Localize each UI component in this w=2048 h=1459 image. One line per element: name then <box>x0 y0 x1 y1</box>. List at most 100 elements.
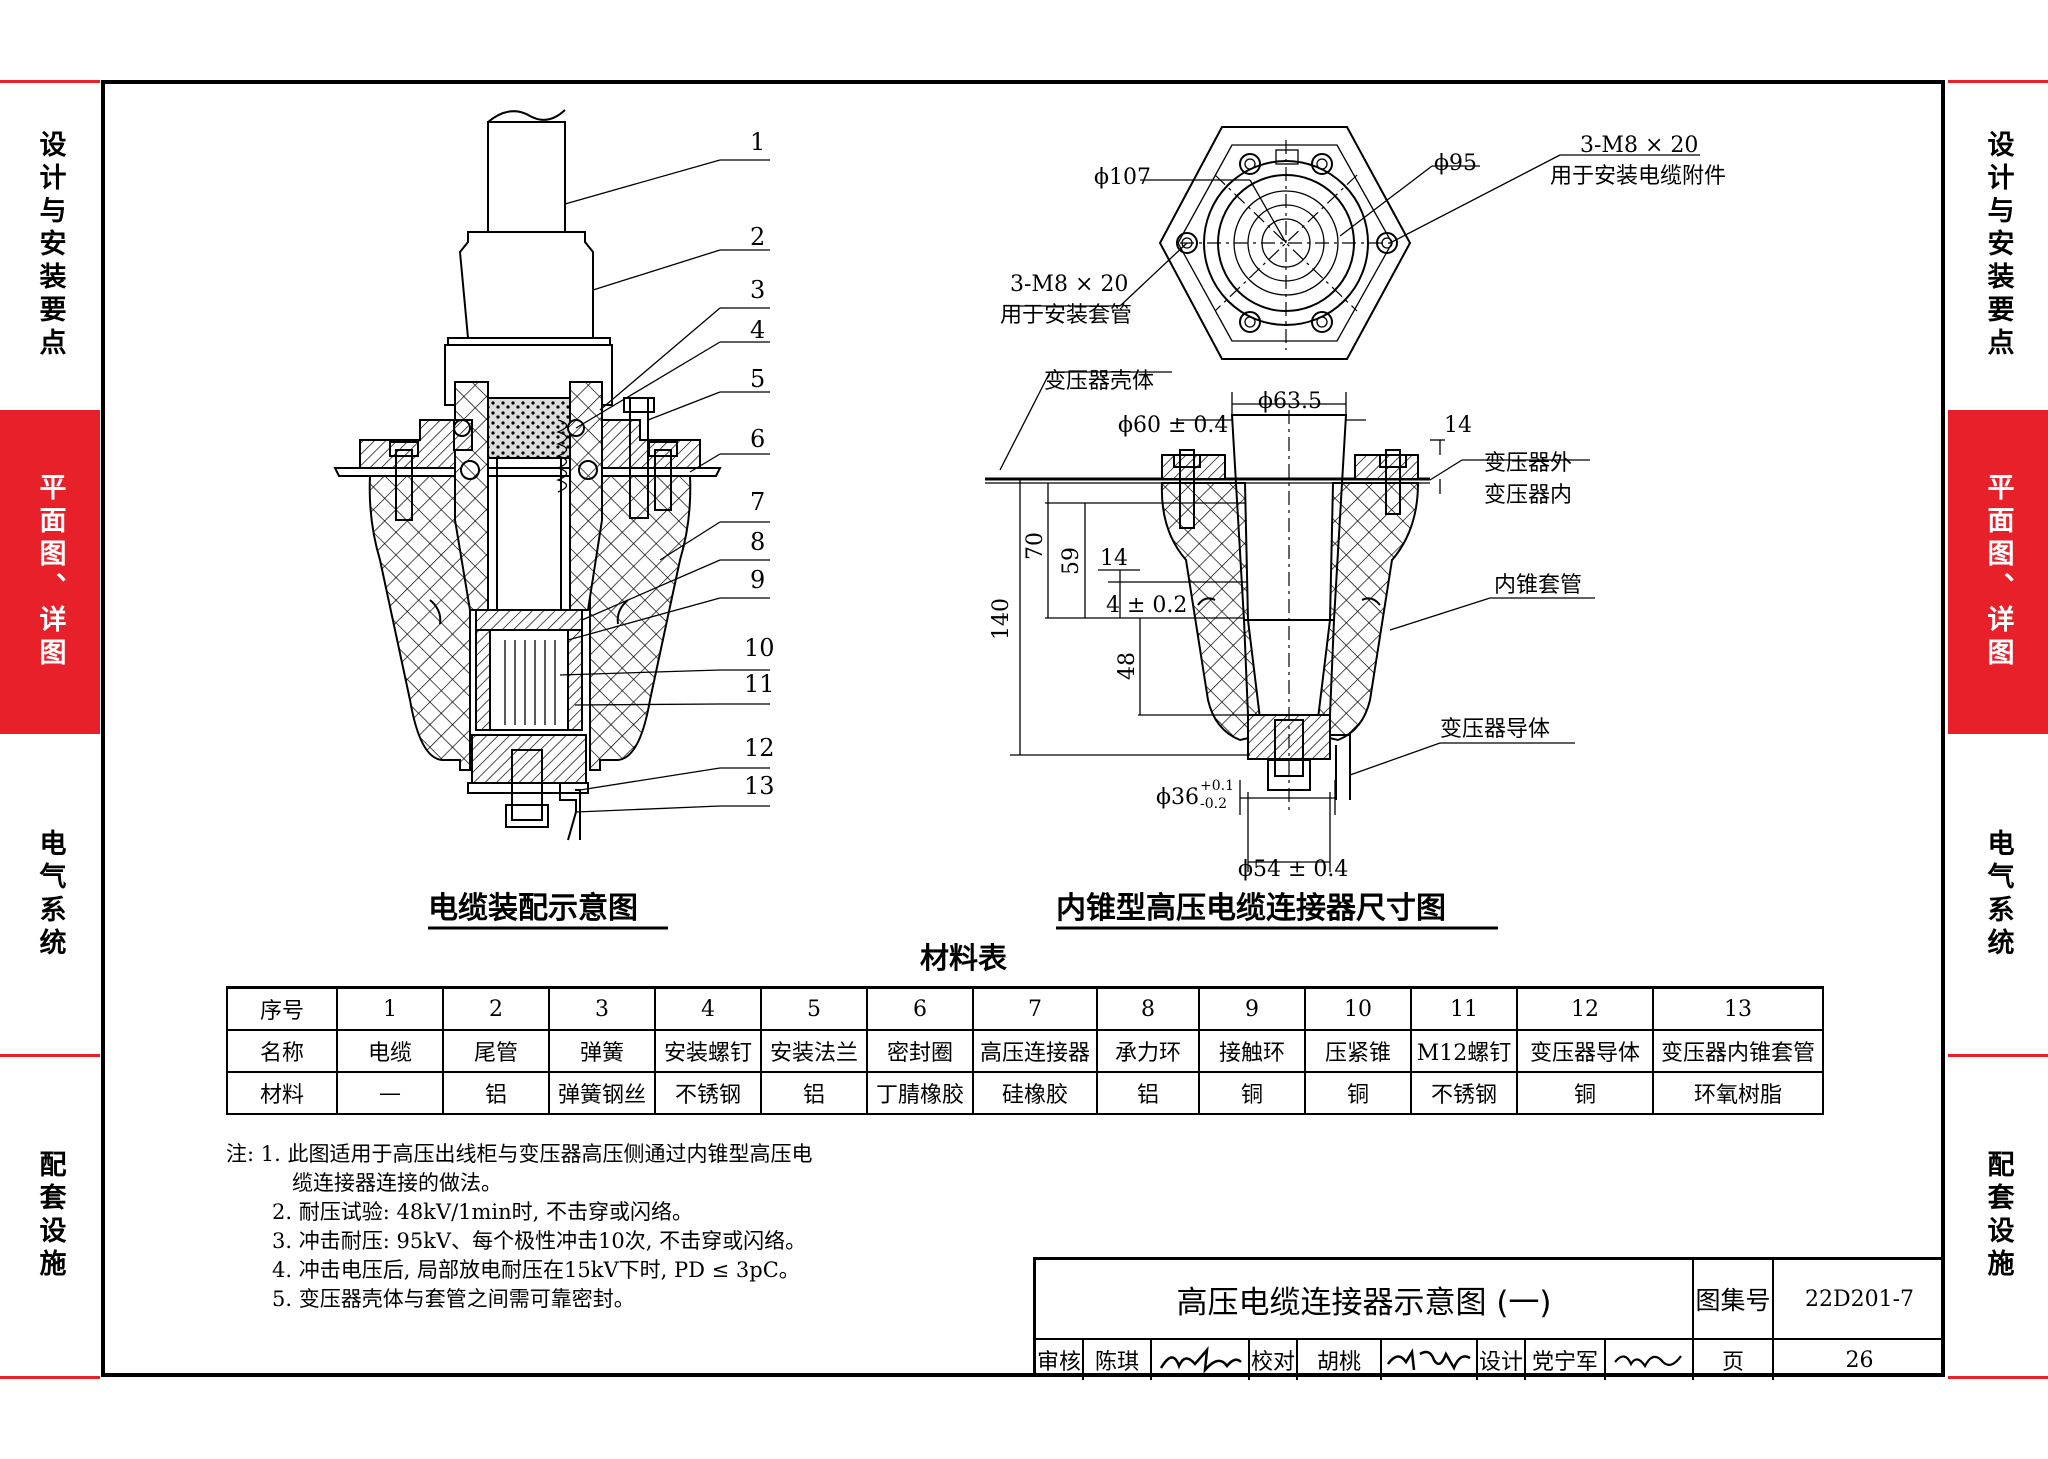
side-tab-plans-details[interactable]: 平面图、详图 <box>0 410 100 734</box>
table-row: 材料 — 铝 弹簧钢丝 不锈钢 铝 丁腈橡胶 硅橡胶 铝 铜 铜 不锈钢 铜 环… <box>226 1071 1824 1115</box>
table-cell: 接触环 <box>1198 1029 1306 1073</box>
phi63-label: ϕ63.5 <box>1258 389 1322 414</box>
conductor-label: 变压器导体 <box>1440 717 1550 742</box>
table-cell: 硅橡胶 <box>972 1071 1098 1115</box>
note-line: 5. 变压器壳体与套管之间需可靠密封。 <box>272 1287 635 1311</box>
d14-top-label: 14 <box>1444 413 1472 438</box>
divider <box>1948 1054 2048 1057</box>
bolt-holes <box>1176 153 1398 333</box>
transformer-plate <box>333 467 722 477</box>
table-cell: 环氧树脂 <box>1652 1071 1824 1115</box>
side-tab-supporting[interactable]: 配套设施 <box>0 1056 100 1376</box>
table-cell: M12螺钉 <box>1410 1029 1518 1073</box>
side-tab-plans-details[interactable]: 平面图、详图 <box>1948 410 2048 734</box>
callout-5: 5 <box>750 365 765 393</box>
callout-8: 8 <box>750 528 765 556</box>
callout-labels: 1 2 3 4 5 6 7 8 9 10 11 12 13 <box>744 128 775 800</box>
table-cell: 13 <box>1652 986 1824 1031</box>
title-block: 高压电缆连接器示意图 (一) 图集号 22D201-7 审核 陈琪 校对 胡桃 … <box>1033 1257 1945 1380</box>
seal-ring <box>453 419 471 437</box>
m12-screw <box>511 749 543 821</box>
table-cell: 6 <box>866 986 974 1031</box>
bolts-cable-note: 用于安装电缆附件 <box>1550 164 1726 189</box>
page-number: 26 <box>1845 1347 1874 1373</box>
callout-4: 4 <box>750 316 765 344</box>
table-cell: 压紧锥 <box>1304 1029 1412 1073</box>
phi95-label: ϕ95 <box>1434 151 1477 176</box>
table-cell: 材料 <box>226 1071 338 1115</box>
assembly-title: 电缆装配示意图 <box>428 891 638 926</box>
drawing-title: 高压电缆连接器示意图 (一) <box>1036 1260 1694 1340</box>
inside-label: 变压器内 <box>1484 483 1572 508</box>
material-table: 序号 1 2 3 4 5 6 7 8 9 10 11 12 13 名称 电缆 尾… <box>226 986 1824 1115</box>
review-label: 审核 <box>1036 1340 1084 1380</box>
table-cell: — <box>336 1071 444 1115</box>
callout-6: 6 <box>750 425 765 453</box>
side-tab-supporting[interactable]: 配套设施 <box>1948 1056 2048 1376</box>
table-cell: 丁腈橡胶 <box>866 1071 974 1115</box>
atlas-number: 22D201-7 <box>1774 1260 1945 1340</box>
table-cell: 密封圈 <box>866 1029 974 1073</box>
bushing-right <box>1314 482 1420 742</box>
side-tab-design-points[interactable]: 设计与安装要点 <box>1948 82 2048 408</box>
transformer-conductor <box>471 734 587 784</box>
checker-name: 胡桃 <box>1298 1340 1382 1380</box>
table-cell: 7 <box>972 986 1098 1031</box>
cable-assembly-drawing: 1 2 3 4 5 6 7 8 9 10 11 12 13 电缆装配示意图 <box>333 109 775 930</box>
phi107-label: ϕ107 <box>1094 165 1151 190</box>
inner-bushing-label: 内锥套管 <box>1494 573 1582 598</box>
table-cell: 铝 <box>442 1071 550 1115</box>
table-cell: 1 <box>336 986 444 1031</box>
table-cell: 名称 <box>226 1029 338 1073</box>
d59-label: 59 <box>1059 547 1084 575</box>
plan-view: ϕ107 ϕ95 3-M8 × 20 用于安装电缆附件 3-M8 × 20 用于… <box>1000 126 1726 360</box>
cable-body <box>487 121 566 233</box>
bolts-bushing-label: 3-M8 × 20 <box>1010 272 1128 297</box>
tail-pipe <box>458 231 594 339</box>
page-label: 页 <box>1694 1340 1774 1380</box>
bolts-cable-label: 3-M8 × 20 <box>1580 133 1698 158</box>
side-tab-label: 电气系统 <box>34 829 66 961</box>
callout-2: 2 <box>750 223 765 251</box>
load-ring <box>475 609 583 631</box>
notes: 注: 1. 此图适用于高压出线柜与变压器高压侧通过内锥型高压电 缆连接器连接的做… <box>226 1140 812 1314</box>
signature-mark <box>1159 1346 1242 1374</box>
designer-signature <box>1606 1340 1694 1380</box>
table-cell: 铝 <box>760 1071 868 1115</box>
callout-3: 3 <box>750 276 765 304</box>
side-tab-design-points[interactable]: 设计与安装要点 <box>0 82 100 408</box>
d4-label: 4 ± 0.2 <box>1106 593 1187 618</box>
material-table-title: 材料表 <box>920 941 1007 975</box>
table-cell: 安装法兰 <box>760 1029 868 1073</box>
table-cell: 安装螺钉 <box>654 1029 762 1073</box>
note-line: 3. 冲击耐压: 95kV、每个极性冲击10次, 不击穿或闪络。 <box>272 1229 807 1253</box>
cable-break <box>487 109 566 123</box>
side-tab-label: 设计与安装要点 <box>34 129 66 361</box>
side-tab-label: 配套设施 <box>1982 1150 2014 1282</box>
divider <box>0 1054 100 1057</box>
drawing-frame <box>101 80 1945 1377</box>
table-cell: 不锈钢 <box>654 1071 762 1115</box>
note-line: 缆连接器连接的做法。 <box>292 1171 502 1195</box>
side-tab-electrical[interactable]: 电气系统 <box>0 736 100 1054</box>
side-tab-label: 平面图、详图 <box>1982 473 2014 671</box>
table-cell: 5 <box>760 986 868 1031</box>
side-tab-label: 设计与安装要点 <box>1982 129 2014 361</box>
table-cell: 铝 <box>1096 1071 1200 1115</box>
side-tab-label: 电气系统 <box>1982 829 2014 961</box>
reviewer-name: 陈琪 <box>1084 1340 1152 1380</box>
side-tab-electrical[interactable]: 电气系统 <box>1948 736 2048 1054</box>
phi36-tol-down: -0.2 <box>1200 796 1227 812</box>
outside-label: 变压器外 <box>1484 451 1572 476</box>
table-cell: 4 <box>654 986 762 1031</box>
connector-body-right <box>589 475 692 771</box>
callout-1: 1 <box>750 128 765 156</box>
table-cell: 8 <box>1096 986 1200 1031</box>
designer-name: 党宁军 <box>1526 1340 1606 1380</box>
table-cell: 铜 <box>1304 1071 1412 1115</box>
table-cell: 11 <box>1410 986 1518 1031</box>
hexagon-flange <box>1158 126 1412 360</box>
reviewer-signature <box>1152 1340 1250 1380</box>
table-cell: 3 <box>548 986 656 1031</box>
